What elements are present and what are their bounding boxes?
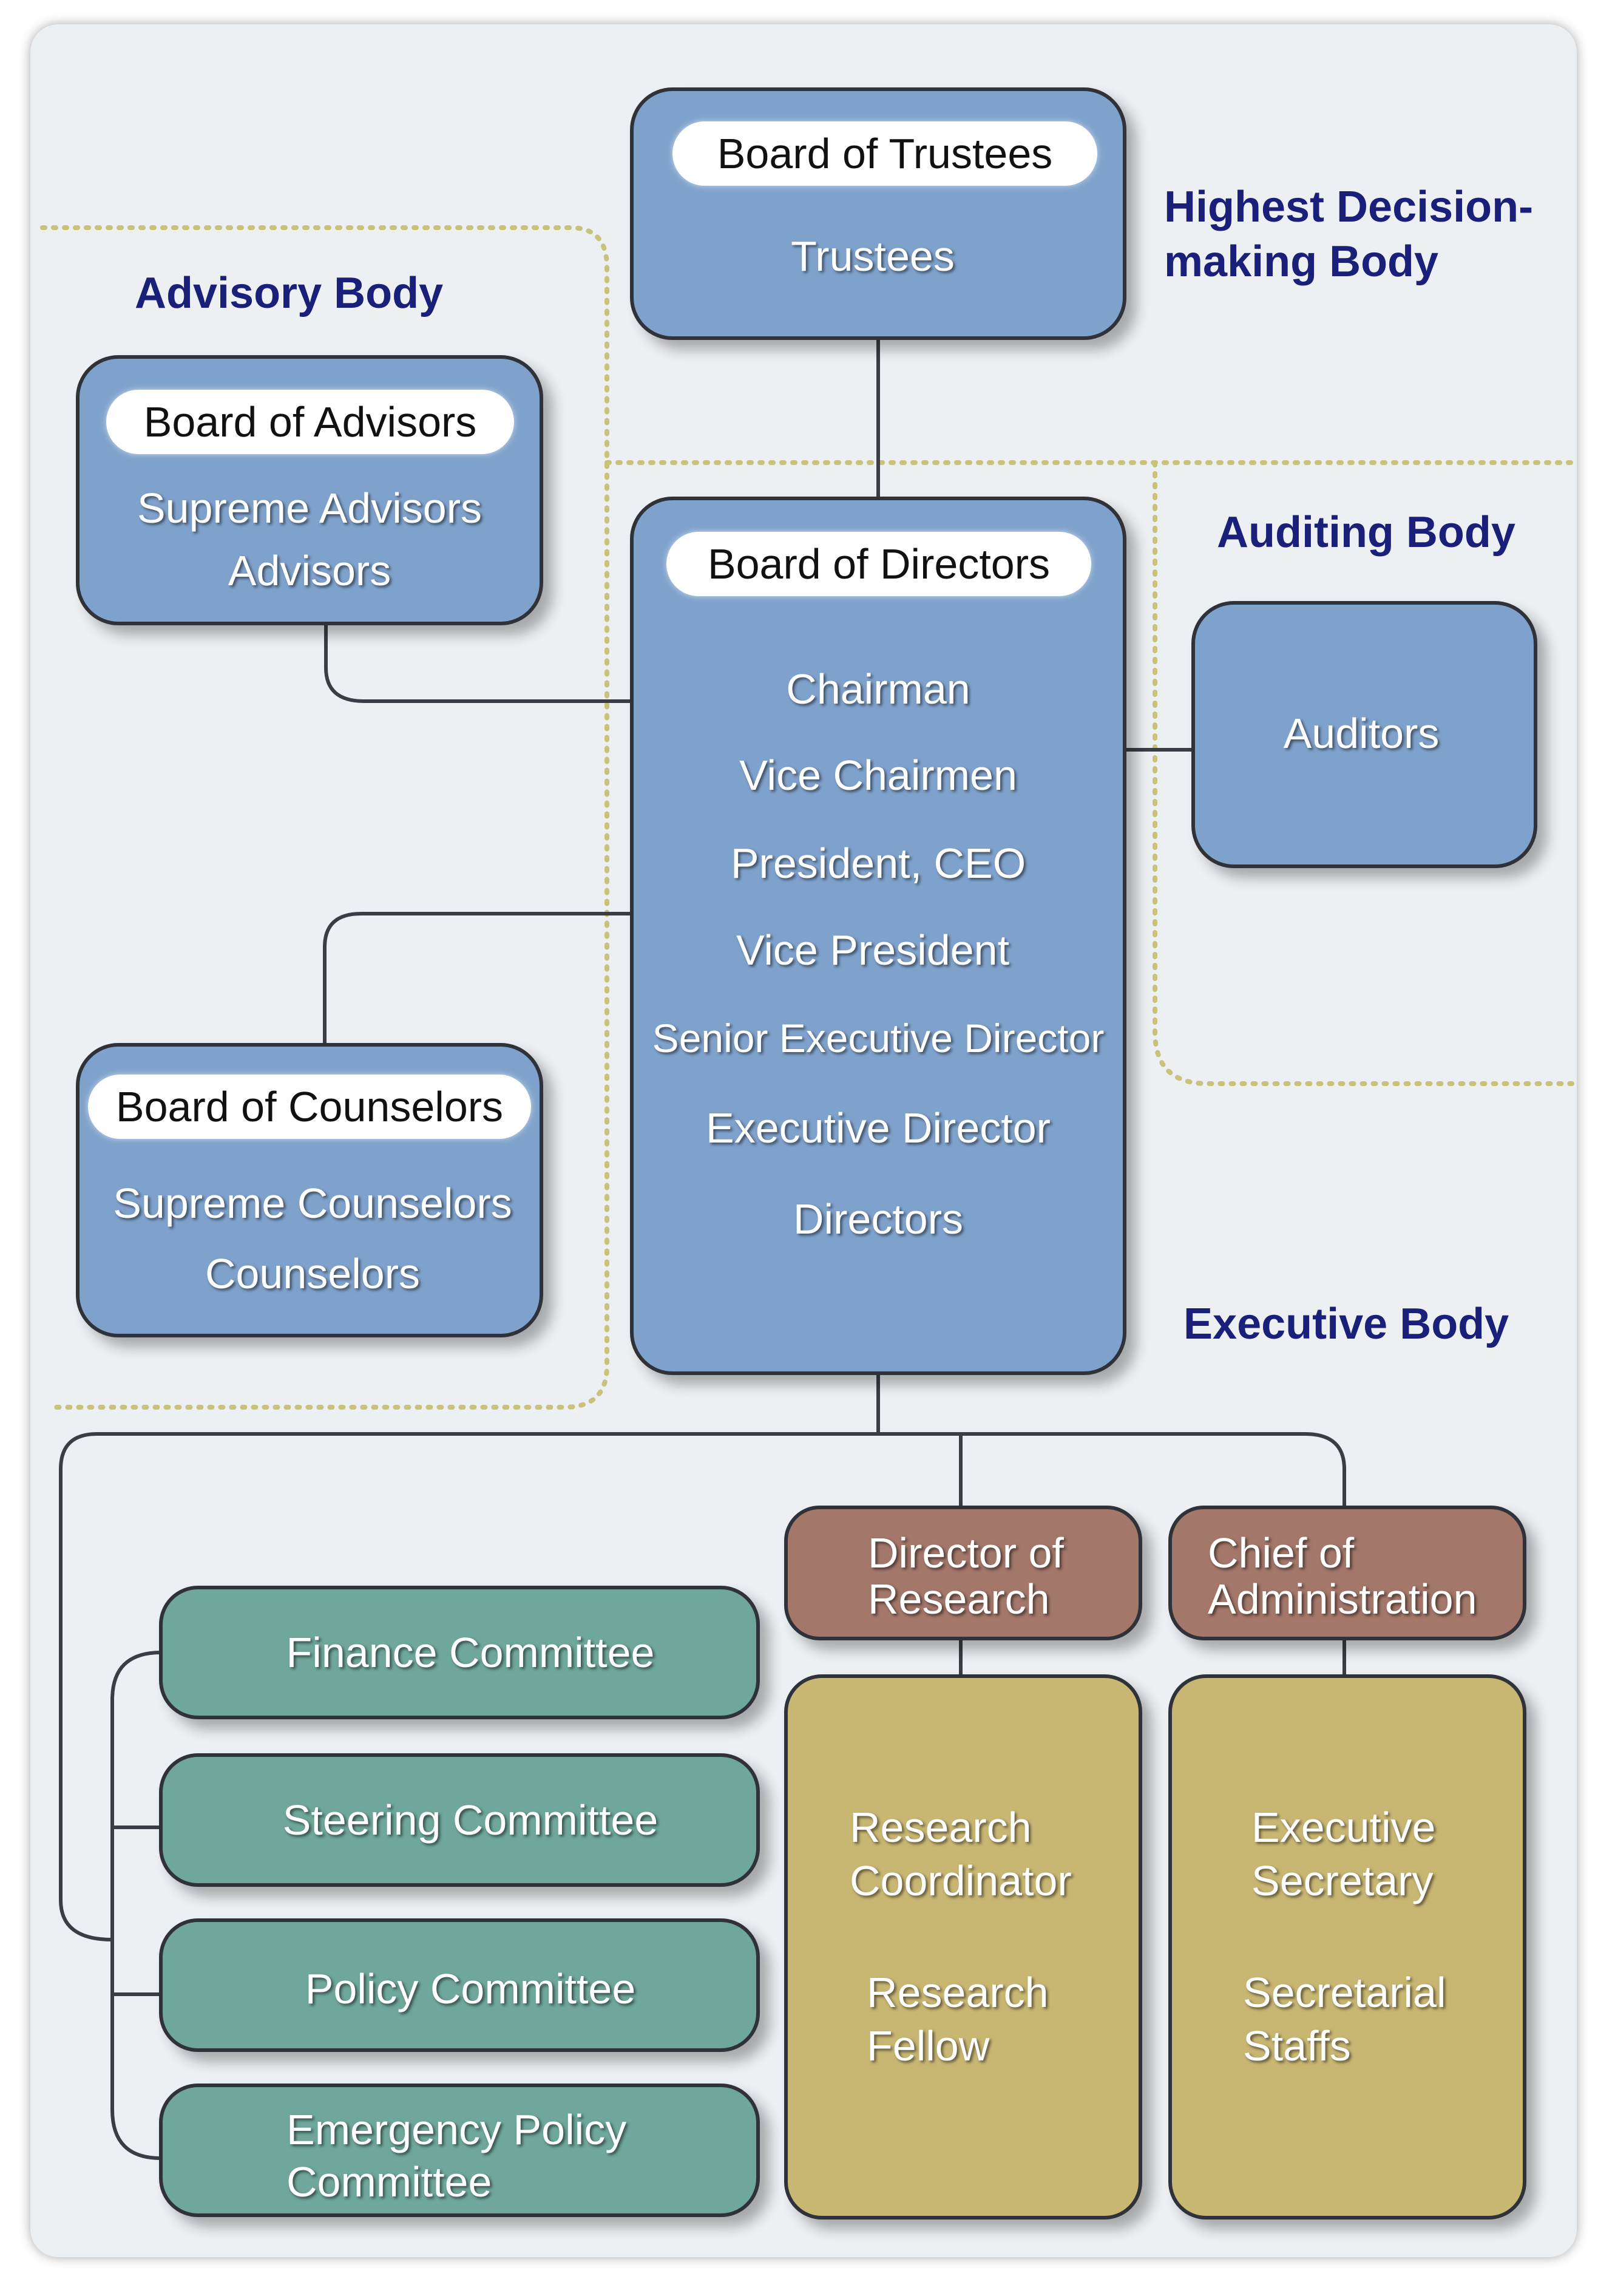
board-of-advisors-header: Board of Advisors — [106, 390, 514, 454]
highest-decision-zone-label: Highest Decision- making Body — [1164, 180, 1533, 289]
research-fellow-label: Research Fellow — [867, 1966, 1049, 2073]
director-of-research-box — [784, 1506, 1142, 1640]
research-fellow-line-2: Fellow — [867, 2022, 990, 2070]
finance-committee-box — [159, 1586, 760, 1719]
executive-secretary-line-2: Secretary — [1251, 1857, 1434, 1904]
vice-president-label: Vice President — [736, 926, 1010, 974]
chief-of-administration-box — [1168, 1506, 1526, 1640]
executive-zone-label: Executive Body — [1183, 1300, 1509, 1348]
auditing-zone-label: Auditing Body — [1217, 508, 1515, 557]
board-of-trustees-header: Board of Trustees — [672, 121, 1097, 186]
executive-secretary-label: Executive Secretary — [1251, 1801, 1435, 1907]
supreme-counselors-label: Supreme Counselors — [113, 1180, 512, 1227]
emergency-label-line-1: Emergency Policy — [286, 2106, 627, 2153]
advisory-zone-label: Advisory Body — [135, 269, 444, 318]
senior-executive-director-label: Senior Executive Director — [652, 1016, 1105, 1061]
advisors-to-chairman-line — [324, 625, 762, 703]
director-of-research-label: Director of Research — [868, 1530, 1064, 1622]
highest-label-line-2: making Body — [1164, 237, 1439, 286]
advisory-zone-border — [40, 225, 609, 1410]
research-coordinator-line-1: Research — [850, 1804, 1032, 1851]
board-of-directors-box — [630, 497, 1126, 1375]
emergency-label-line-2: Committee — [286, 2158, 492, 2206]
committee-bracket-line — [110, 1651, 161, 2160]
trustees-label: Trustees — [791, 233, 955, 280]
board-of-directors-header: Board of Directors — [666, 532, 1091, 596]
executive-director-label: Executive Director — [706, 1104, 1051, 1152]
counselors-to-vicepresident-line — [323, 912, 707, 1044]
auditing-zone-border-lower — [1153, 460, 1574, 1086]
president-ceo-label: President, CEO — [730, 840, 1026, 887]
highest-label-line-1: Highest Decision- — [1164, 183, 1534, 231]
chief-of-administration-label: Chief of Administration — [1208, 1530, 1477, 1622]
auditors-box — [1191, 601, 1537, 868]
advisors-label: Advisors — [228, 547, 391, 594]
research-fellow-line-1: Research — [867, 1969, 1049, 2016]
policy-committee-box — [159, 1918, 760, 2052]
secretarial-staffs-line-2: Staffs — [1243, 2022, 1351, 2070]
admin-head-line-2: Administration — [1208, 1575, 1477, 1623]
policy-committee-label: Policy Committee — [305, 1965, 636, 2012]
administration-staff-box — [1168, 1674, 1526, 2220]
directors-label: Directors — [793, 1195, 964, 1243]
research-head-line-2: Research — [868, 1575, 1050, 1623]
emergency-policy-committee-label: Emergency Policy Committee — [286, 2104, 626, 2208]
research-head-line-1: Director of — [868, 1529, 1064, 1577]
secretarial-staffs-label: Secretarial Staffs — [1243, 1966, 1446, 2073]
secretarial-staffs-line-1: Secretarial — [1243, 1969, 1446, 2016]
emergency-policy-committee-box — [159, 2084, 760, 2217]
board-of-counselors-header: Board of Counselors — [88, 1075, 531, 1139]
research-coordinator-label: Research Coordinator — [850, 1801, 1072, 1907]
finance-committee-label: Finance Committee — [286, 1629, 655, 1676]
counselors-label: Counselors — [205, 1250, 421, 1297]
research-staff-box — [784, 1674, 1142, 2220]
research-coordinator-line-2: Coordinator — [850, 1857, 1072, 1904]
steering-committee-label: Steering Committee — [282, 1796, 659, 1844]
steering-committee-box — [159, 1753, 760, 1887]
chairman-label: Chairman — [786, 665, 970, 713]
supreme-advisors-label: Supreme Advisors — [137, 484, 482, 532]
vice-chairmen-label: Vice Chairmen — [739, 752, 1017, 799]
executive-bus-line — [59, 1432, 1346, 1941]
executive-secretary-line-1: Executive — [1251, 1804, 1436, 1851]
auditors-label: Auditors — [1283, 710, 1440, 757]
admin-head-line-1: Chief of — [1208, 1529, 1355, 1577]
